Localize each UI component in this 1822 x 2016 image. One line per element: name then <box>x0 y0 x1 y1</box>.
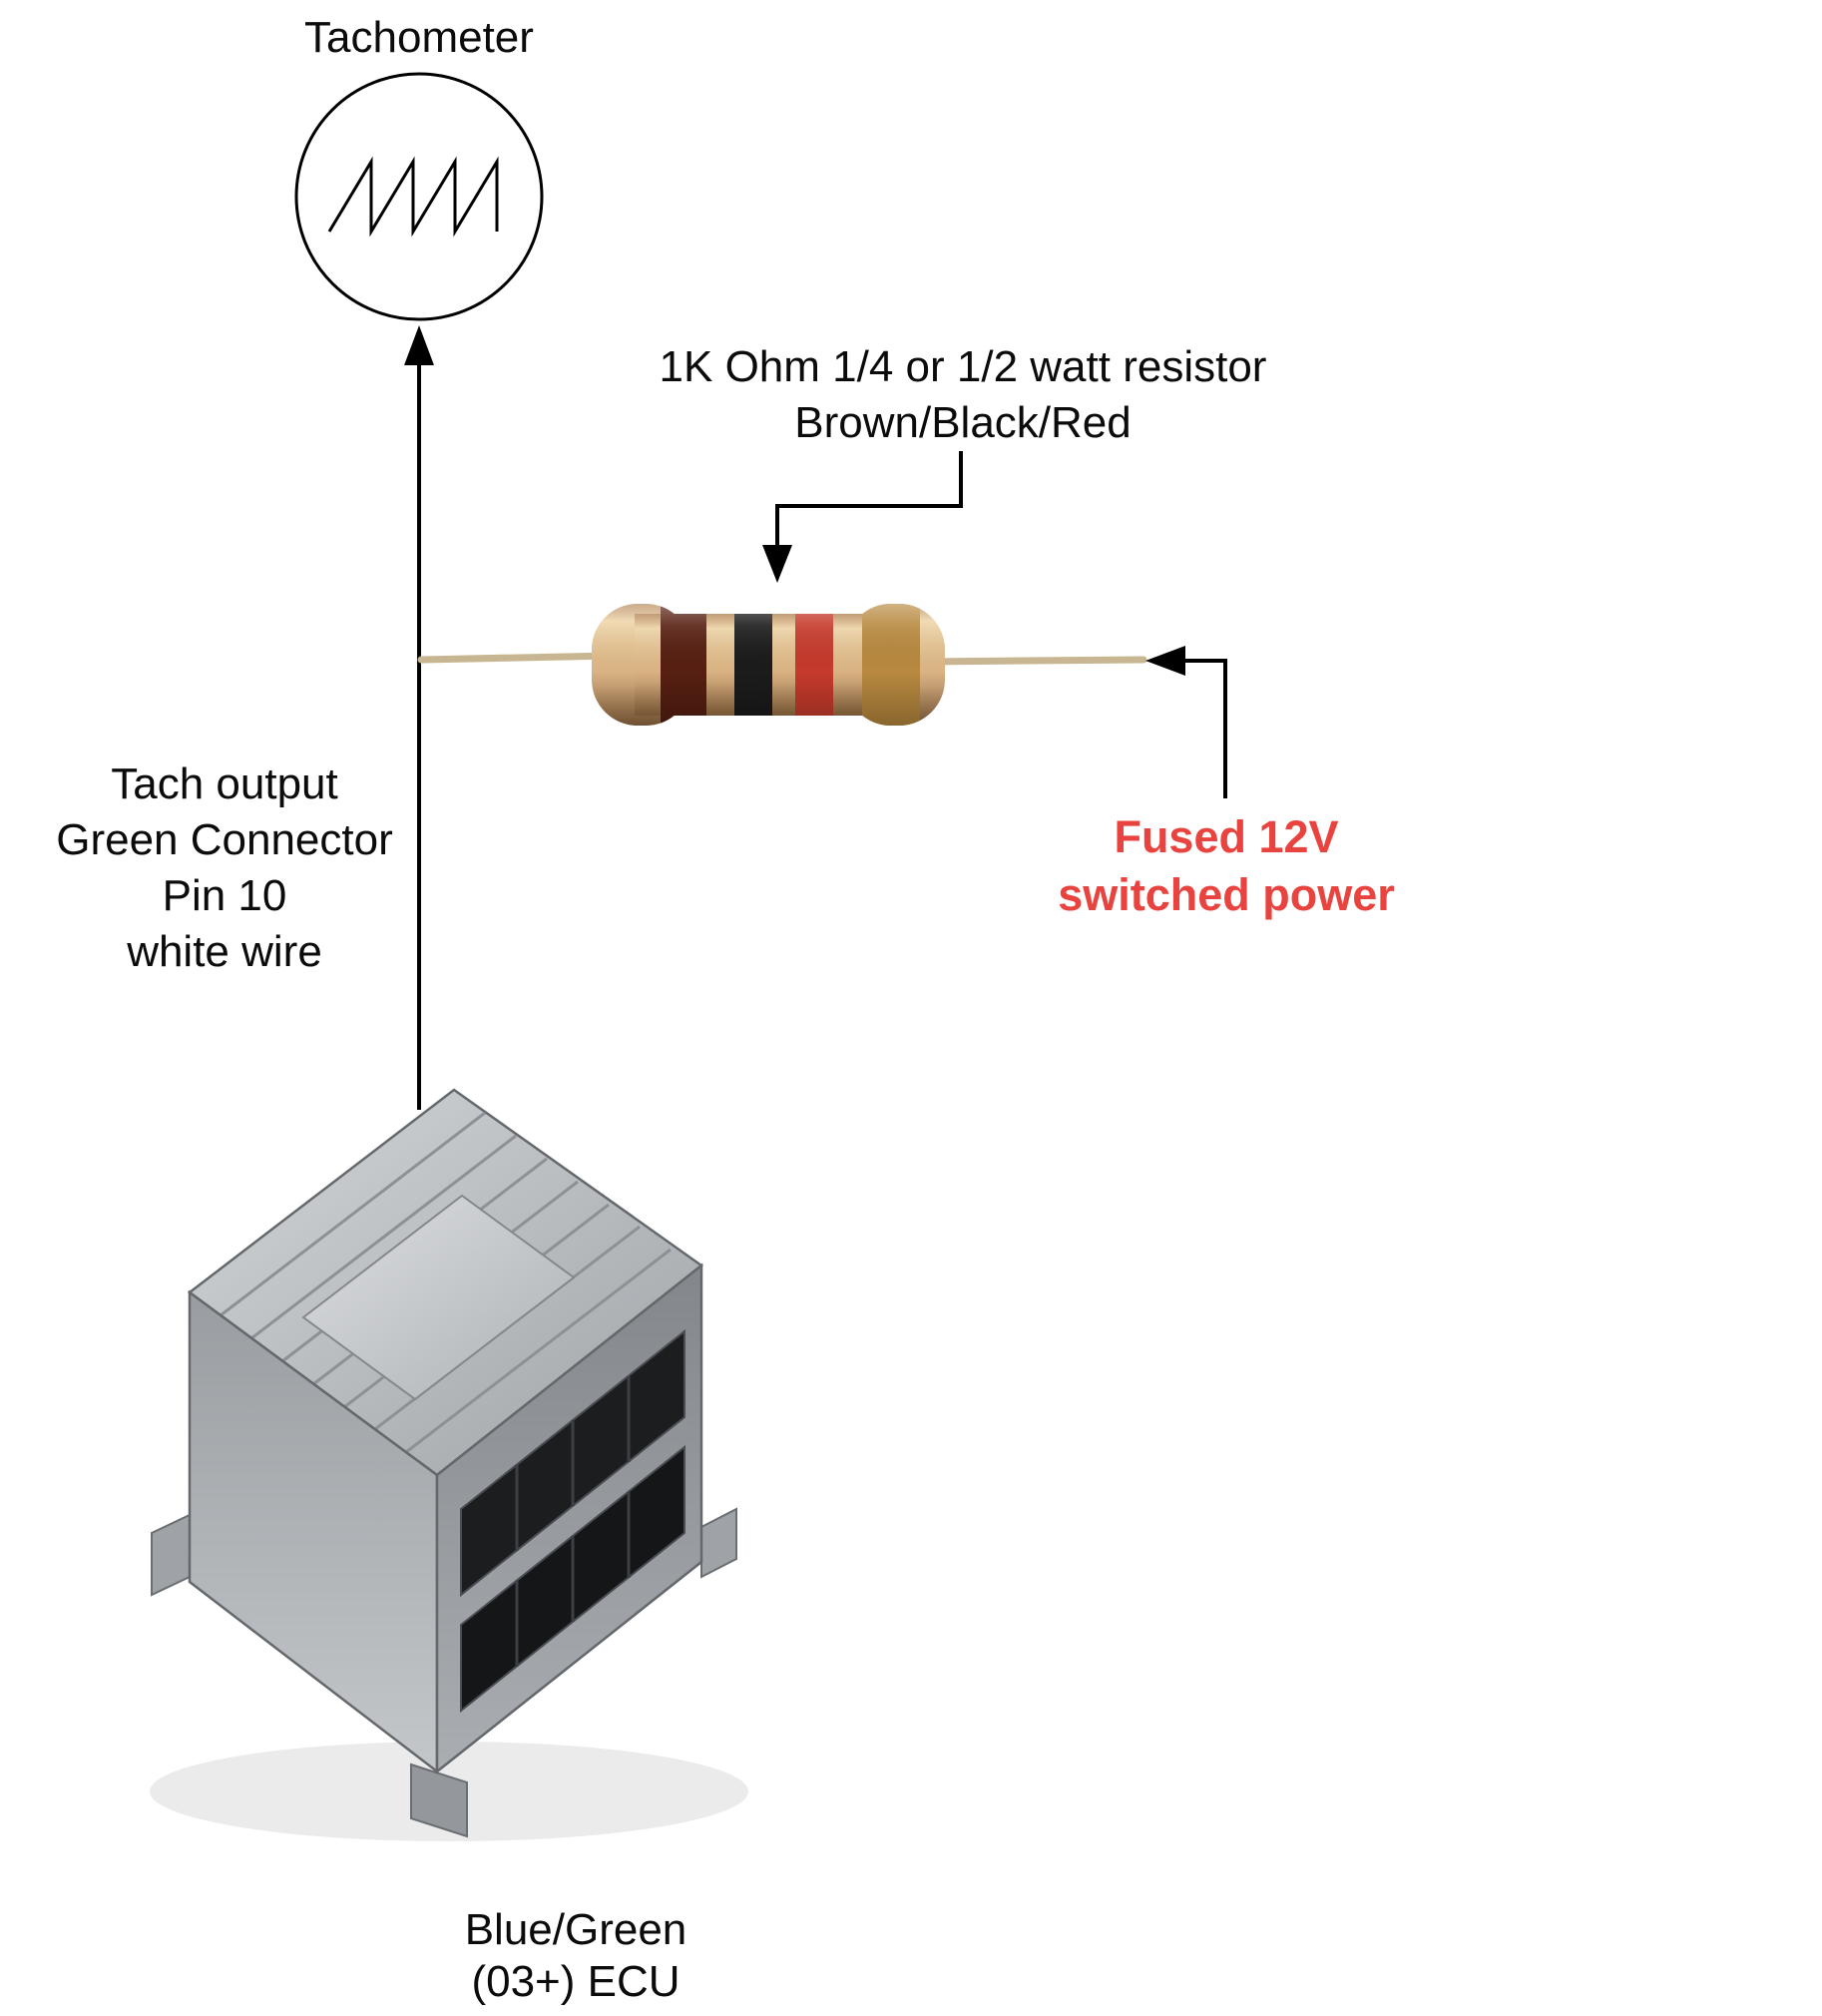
resistor-lead-left <box>417 652 617 664</box>
up-arrowhead <box>404 325 434 365</box>
resistor-label-line2: Brown/Black/Red <box>794 398 1132 447</box>
ecu-mount-tab-left <box>151 1513 191 1597</box>
tachometer-symbol <box>294 72 544 321</box>
power-pointer-line <box>1181 659 1227 798</box>
resistor-pointer-line <box>775 451 963 549</box>
ecu-top-plateau <box>301 1194 576 1401</box>
resistor-bands <box>592 604 945 726</box>
tach-output-line1: Tach output <box>111 759 338 808</box>
resistor-graphic <box>417 604 1147 726</box>
fused-power-label: Fused 12V switched power <box>1022 808 1431 924</box>
tach-output-line3: Pin 10 <box>162 871 287 920</box>
tach-signal-wire <box>404 325 434 1110</box>
ecu-label: Blue/Green (03+) ECU <box>371 1904 780 2008</box>
left-arrowhead <box>1145 646 1185 676</box>
resistor-shading <box>592 604 945 726</box>
tach-output-line4: white wire <box>127 927 322 976</box>
tachometer-circle <box>294 72 544 321</box>
tach-output-label: Tach output Green Connector Pin 10 white… <box>20 756 429 980</box>
fused-power-line1: Fused 12V <box>1114 811 1339 862</box>
ecu-graphic <box>150 1088 748 1841</box>
power-pointer-arrow <box>1145 646 1227 798</box>
ecu-mount-tab-bottom <box>410 1763 468 1838</box>
tachometer-label: Tachometer <box>304 13 534 62</box>
resistor-lead-right <box>920 656 1147 666</box>
ecu-mount-tab-right <box>700 1507 737 1579</box>
ecu-connector-segments <box>515 1376 631 1667</box>
resistor-pointer-arrow <box>762 451 963 583</box>
ecu-label-line1: Blue/Green <box>464 1905 687 1954</box>
ecu-label-line2: (03+) ECU <box>471 1957 681 2006</box>
tach-output-line2: Green Connector <box>56 815 393 864</box>
sawtooth-waveform-icon <box>327 156 499 238</box>
down-arrowhead <box>762 545 792 583</box>
resistor-label: 1K Ohm 1/4 or 1/2 watt resistor Brown/Bl… <box>564 339 1362 451</box>
fused-power-line2: switched power <box>1058 869 1395 920</box>
resistor-label-line1: 1K Ohm 1/4 or 1/2 watt resistor <box>659 342 1267 391</box>
